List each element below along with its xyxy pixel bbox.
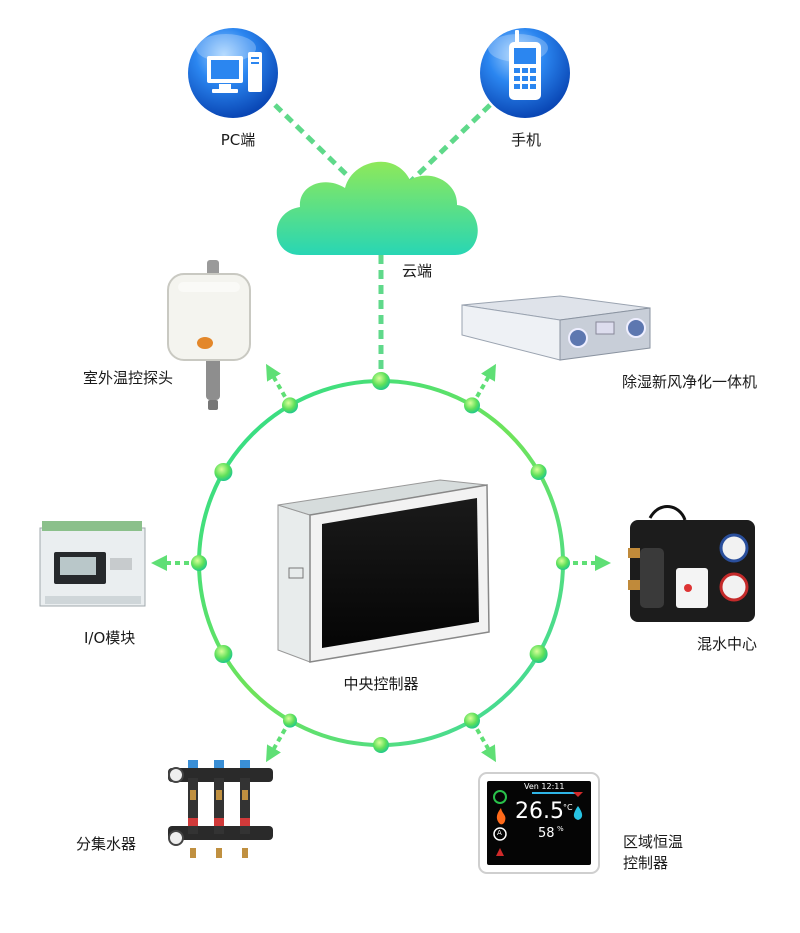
label-cloud: 云端 — [401, 262, 433, 280]
power-icon — [493, 790, 507, 804]
drop-icon — [573, 806, 583, 820]
label-zone-controller-line2: 控制器 — [623, 854, 669, 872]
ring-arrow-0 — [265, 363, 287, 398]
auto-mode-icon — [493, 827, 507, 841]
fan-icon — [573, 792, 583, 797]
label-mixing-center: 混水中心 — [697, 635, 758, 653]
thermostat-humidity-unit: % — [557, 825, 564, 833]
label-manifold: 分集水器 — [76, 835, 137, 853]
phone-icon — [480, 28, 570, 118]
cloud-links — [273, 103, 492, 372]
cloud-icon — [276, 161, 478, 255]
ring-arrow-1 — [475, 363, 497, 398]
ring-arrows — [151, 363, 611, 763]
link-pc-cloud — [273, 103, 354, 182]
io-module-image — [39, 521, 146, 607]
ring-node-4 — [529, 645, 548, 663]
label-zone-controller-line1: 区域恒温 — [623, 833, 684, 851]
ring-node-1 — [464, 397, 480, 414]
flame-icon — [496, 808, 506, 825]
ring-node-8 — [214, 645, 233, 663]
ring-node-11 — [282, 397, 298, 414]
thermostat-temp-unit: °C — [563, 803, 573, 812]
label-outdoor-sensor: 室外温控探头 — [83, 369, 174, 387]
thermostat-header: Ven 12:11 — [524, 782, 565, 791]
label-central-controller: 中央控制器 — [343, 675, 419, 693]
ring-node-2 — [530, 464, 547, 480]
label-pc: PC端 — [220, 131, 256, 149]
ring-nodes — [191, 372, 570, 753]
alarm-icon — [496, 848, 504, 856]
label-dehumidifier: 除湿新风净化一体机 — [622, 373, 758, 391]
central-controller-image — [277, 479, 490, 663]
link-phone-cloud — [408, 103, 492, 184]
dehumidifier-image — [461, 295, 651, 361]
outdoor-sensor-image — [167, 260, 251, 410]
pc-icon — [188, 28, 278, 118]
ring-node-9 — [191, 555, 207, 571]
label-phone: 手机 — [510, 131, 542, 149]
ring-node-5 — [464, 712, 480, 729]
label-io-module: I/O模块 — [84, 629, 136, 647]
manifold-image — [168, 760, 273, 858]
ring-node-6 — [373, 737, 389, 753]
thermostat-mode-letter: A — [497, 829, 502, 837]
thermostat-humidity: 58 — [538, 826, 555, 841]
ring-node-10 — [214, 463, 233, 481]
ring-arrow-3 — [475, 728, 496, 763]
thermostat-temperature: 26.5 — [515, 799, 564, 824]
zone-thermostat-image — [478, 772, 600, 874]
ring-node-3 — [556, 556, 570, 570]
ring-arrow-4 — [266, 728, 287, 763]
mixing-center-image — [628, 505, 755, 622]
ring-node-0 — [372, 372, 390, 390]
ring-node-7 — [283, 713, 297, 728]
